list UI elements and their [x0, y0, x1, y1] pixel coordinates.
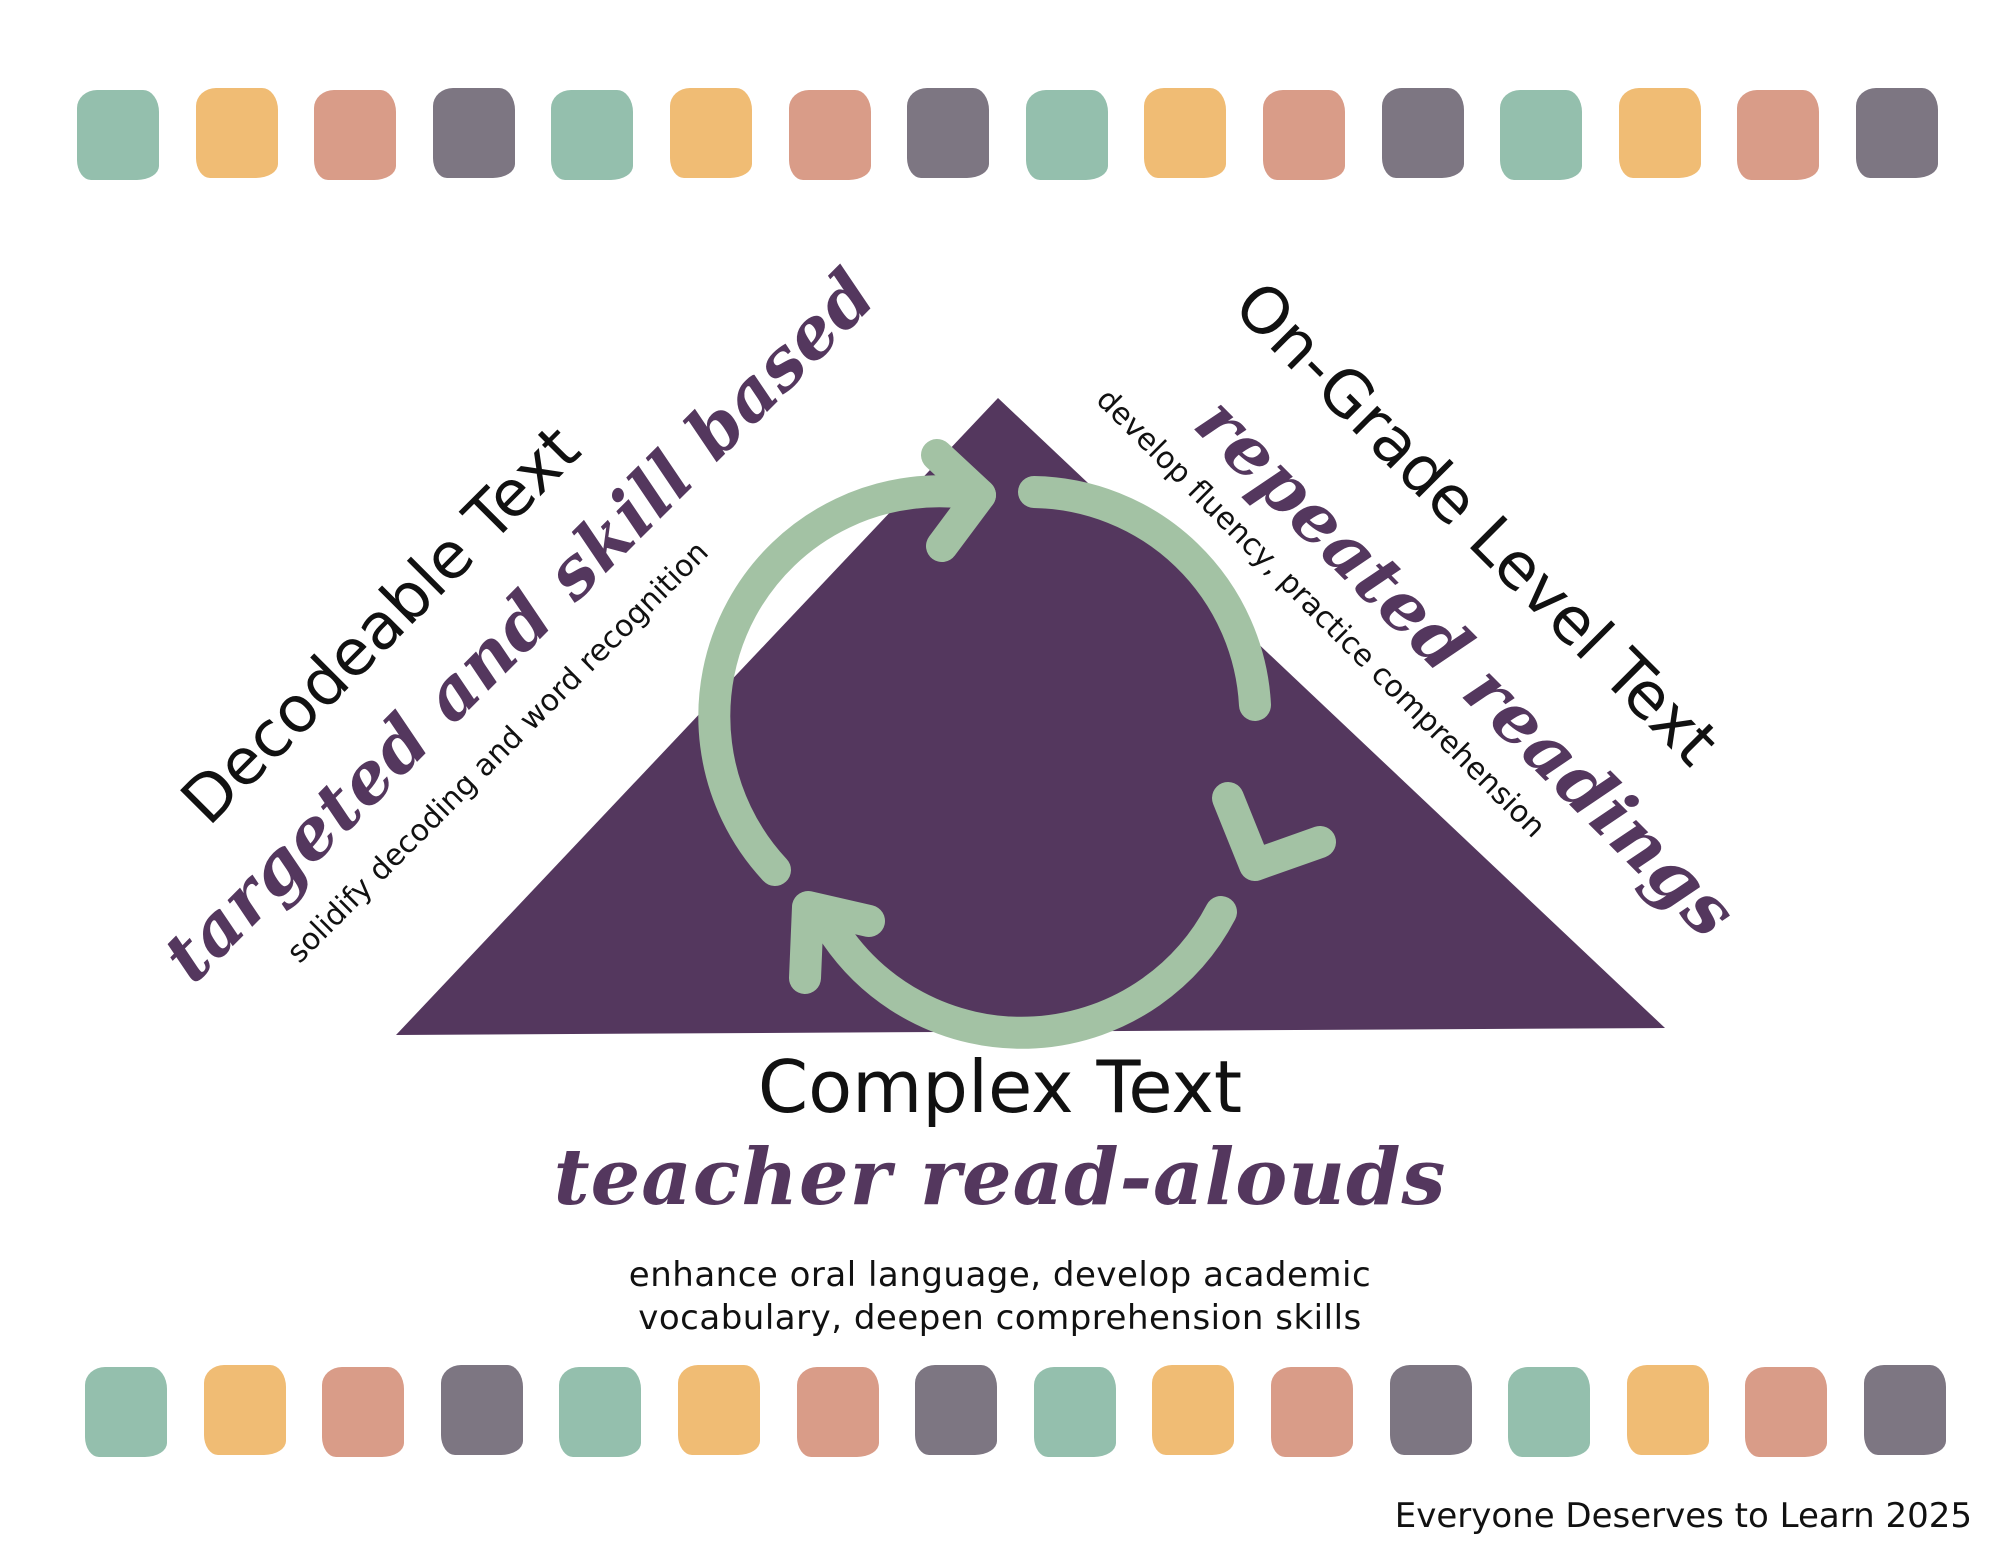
decorative-tile [788, 90, 871, 180]
decorative-tile [559, 1367, 642, 1457]
decorative-tile [314, 90, 397, 180]
decorative-tile [796, 1367, 879, 1457]
decorative-tile [551, 90, 634, 180]
cycle-arrow-top [1018, 476, 1271, 721]
decorative-tile [1864, 1365, 1946, 1455]
decorative-tile [670, 88, 752, 178]
cycle-arrow-left-head [921, 439, 996, 562]
decorative-tile [678, 1365, 760, 1455]
decorative-tile [1381, 88, 1464, 178]
decorative-tile [915, 1365, 998, 1455]
decorative-tile [195, 88, 278, 178]
decorative-tile [907, 88, 990, 178]
decorative-tile [1152, 1365, 1235, 1455]
decorative-tile [1144, 88, 1227, 178]
cycle-arrow-top-head [1212, 782, 1336, 881]
decorative-tile [1737, 90, 1820, 180]
decorative-tile [77, 90, 159, 180]
cycle-arrows-icon [698, 439, 1336, 1049]
decorative-tile [1626, 1365, 1709, 1455]
decorative-tile [322, 1367, 405, 1457]
decorative-tile [1745, 1367, 1828, 1457]
decorative-tile [1033, 1367, 1116, 1457]
top-tile-row [0, 88, 2000, 183]
complex-text-heading: Complex Text [757, 1045, 1243, 1129]
decorative-tile [440, 1365, 523, 1455]
complex-text-description-line-1: enhance oral language, develop academic [628, 1255, 1372, 1295]
decorative-tile [1271, 1367, 1353, 1457]
footer-credit: Everyone Deserves to Learn 2025 [1394, 1496, 1972, 1536]
cycle-arrow-right [820, 896, 1237, 1049]
diagram-triangle [396, 398, 1665, 1035]
complex-text-script: teacher read-alouds [553, 1132, 1447, 1223]
decorative-tile [432, 88, 515, 178]
text-types-diagram [396, 398, 1665, 1049]
complex-text-description-line-2: vocabulary, deepen comprehension skills [638, 1298, 1362, 1338]
cycle-arrow-right-head [789, 891, 885, 994]
decorative-tile [1856, 88, 1938, 178]
decorative-tile [1500, 90, 1583, 180]
decorative-tile [1389, 1365, 1472, 1455]
decorative-tile [1263, 90, 1345, 180]
bottom-tile-row [0, 1365, 2000, 1460]
decorative-tile [85, 1367, 167, 1457]
decorative-tile [1618, 88, 1701, 178]
decorative-tile [1508, 1367, 1591, 1457]
decorative-tile [1025, 90, 1108, 180]
cycle-arrow-left [698, 475, 996, 886]
decorative-tile [203, 1365, 286, 1455]
